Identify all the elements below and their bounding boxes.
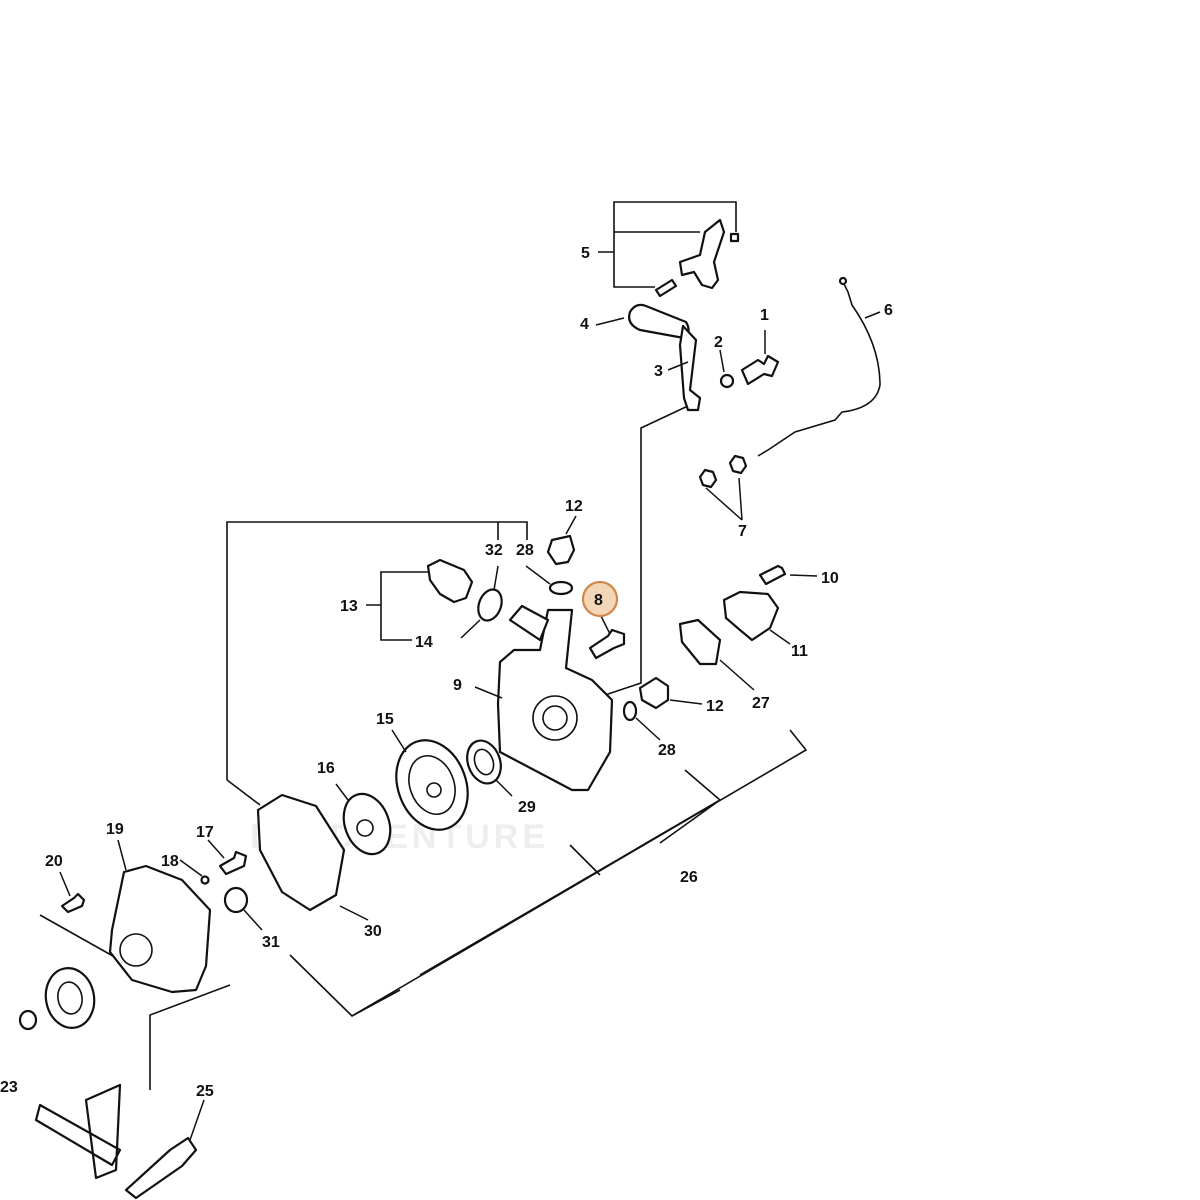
small-nut xyxy=(18,1009,38,1031)
part-20-bolt xyxy=(60,892,86,914)
part-4-grip xyxy=(628,303,690,340)
leader-lines xyxy=(59,311,881,1141)
part-2-washer xyxy=(719,373,735,389)
callout-25[interactable]: 25 xyxy=(196,1083,214,1100)
callout-1[interactable]: 1 xyxy=(760,307,769,324)
part-3-lever-rod xyxy=(678,324,702,412)
callout-15[interactable]: 15 xyxy=(376,711,394,728)
callout-31[interactable]: 31 xyxy=(262,934,280,951)
callout-2[interactable]: 2 xyxy=(714,334,723,351)
bracket-group-5 xyxy=(598,201,737,288)
callout-7[interactable]: 7 xyxy=(738,523,747,540)
callout-13[interactable]: 13 xyxy=(340,598,358,615)
part-11-fitting xyxy=(722,590,780,642)
part-7-nut-left xyxy=(698,468,718,489)
callout-17[interactable]: 17 xyxy=(196,824,214,841)
part-25-frame-rails xyxy=(34,1083,198,1200)
part-18-oring xyxy=(200,875,210,885)
callout-6[interactable]: 6 xyxy=(884,302,893,319)
part-8-bolt xyxy=(588,628,626,660)
highlight-marker-part-8[interactable] xyxy=(581,580,619,618)
callout-14[interactable]: 14 xyxy=(415,634,433,651)
part-6-cable xyxy=(757,281,881,457)
callout-19[interactable]: 19 xyxy=(106,821,124,838)
callout-5[interactable]: 5 xyxy=(581,245,590,262)
bracket-lever-link xyxy=(589,404,691,701)
part-9-inlet-pipe xyxy=(508,604,550,642)
callout-30[interactable]: 30 xyxy=(364,923,382,940)
part-14-gasket xyxy=(477,588,503,622)
part-12-fitting-top xyxy=(546,534,576,566)
callout-20[interactable]: 20 xyxy=(45,853,63,870)
bracket-frame-lower xyxy=(39,914,231,1090)
part-9-housing xyxy=(496,608,614,792)
callout-18[interactable]: 18 xyxy=(161,853,179,870)
part-16-plate xyxy=(342,792,392,856)
callout-23[interactable]: 23 xyxy=(0,1079,18,1096)
part-12-fitting-lower xyxy=(638,676,670,710)
callout-28-top[interactable]: 28 xyxy=(516,542,534,559)
part-7-nut-right xyxy=(728,454,748,475)
bracket-assembly-26 xyxy=(226,521,808,1018)
callout-16[interactable]: 16 xyxy=(317,760,335,777)
part-28-oring-top xyxy=(548,580,574,596)
part-13-fitting xyxy=(426,558,474,604)
part-31-spacer xyxy=(223,886,249,914)
callout-32[interactable]: 32 xyxy=(485,542,503,559)
callout-labels: 1 2 3 4 5 6 7 8 9 10 11 12 12 13 14 15 1… xyxy=(0,245,893,1100)
part-19-bearing-housing xyxy=(108,864,212,994)
part-17-bolt xyxy=(218,850,248,876)
callout-26[interactable]: 26 xyxy=(680,869,698,886)
bearing xyxy=(44,967,96,1029)
callout-29[interactable]: 29 xyxy=(518,799,536,816)
callout-10[interactable]: 10 xyxy=(821,570,839,587)
callout-12-top[interactable]: 12 xyxy=(565,498,583,515)
callout-28-lower[interactable]: 28 xyxy=(658,742,676,759)
part-30-gasket xyxy=(256,793,346,912)
part-28-oring-lower xyxy=(622,700,638,722)
callout-11[interactable]: 11 xyxy=(791,643,808,660)
callout-9[interactable]: 9 xyxy=(453,677,462,694)
part-27-gasket xyxy=(678,618,722,666)
part-10-bolt xyxy=(758,564,787,586)
bracket-group-13 xyxy=(366,571,428,641)
part-29-seal xyxy=(466,739,502,785)
callout-4[interactable]: 4 xyxy=(580,316,589,333)
callout-27[interactable]: 27 xyxy=(752,695,770,712)
callout-8[interactable]: 8 xyxy=(594,592,603,609)
part-1-screw xyxy=(740,354,780,386)
part-5-lever-assembly xyxy=(654,218,740,298)
callout-3[interactable]: 3 xyxy=(654,363,663,380)
callout-12-lower[interactable]: 12 xyxy=(706,698,724,715)
